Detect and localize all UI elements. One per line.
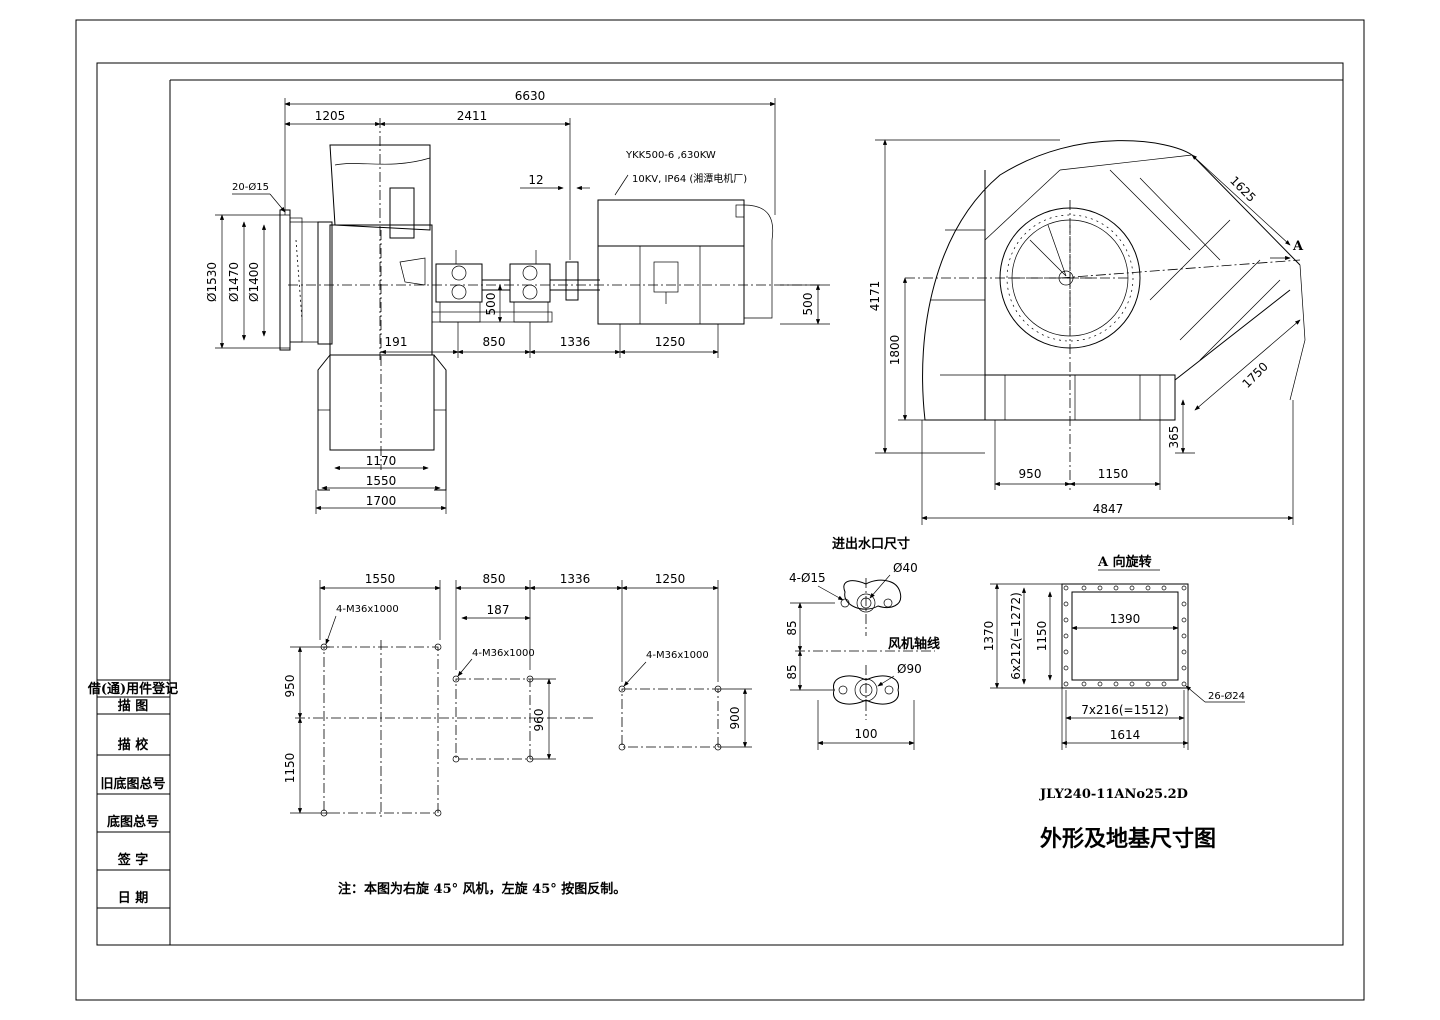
reg-row-5: 签 字 — [117, 852, 149, 868]
port-d40: Ø40 — [893, 561, 918, 575]
a-dim-bottom: 7x216(=1512) — [1081, 703, 1169, 717]
a-dim-1614: 1614 — [1110, 728, 1141, 742]
a-dim-1150: 1150 — [1035, 621, 1049, 652]
dim-12: 12 — [528, 173, 543, 187]
fdn-dim-850: 850 — [483, 572, 506, 586]
sheet-border — [75, 19, 1365, 1001]
port-dim-85a: 85 — [785, 620, 799, 635]
front-view: 1625 A 1750 4171 1800 365 950 1150 4847 — [868, 139, 1306, 525]
fdn-dim-187: 187 — [487, 603, 510, 617]
dim-1170: 1170 — [366, 454, 397, 468]
bolt-note-1: 4-M36x1000 — [336, 604, 399, 615]
flange-hole-note: 20-Ø15 — [232, 181, 269, 193]
reg-row-1: 描 图 — [118, 698, 149, 714]
dim-500-left: 500 — [484, 293, 498, 316]
a-view-title: A 向旋转 — [1097, 554, 1152, 570]
model-number: JLY240-11ANo25.2D — [1039, 787, 1188, 802]
dim-1250: 1250 — [655, 335, 686, 349]
dim-1336: 1336 — [560, 335, 591, 349]
bolt-note-3: 4-M36x1000 — [646, 650, 709, 661]
fan-axis-label: 风机轴线 — [888, 636, 940, 652]
water-port-title: 进出水口尺寸 — [832, 536, 910, 552]
bolt-note-2: 4-M36x1000 — [472, 648, 535, 659]
a-dim-side: 6x212(=1272) — [1009, 592, 1023, 680]
a-holes-note: 26-Ø24 — [1208, 690, 1245, 702]
fdn-dim-1150: 1150 — [283, 753, 297, 784]
dim-191: 191 — [385, 335, 408, 349]
fdn-dim-960: 960 — [532, 709, 546, 732]
port-holes-note: 4-Ø15 — [789, 571, 826, 585]
flange-bolt-holes — [1063, 585, 1187, 687]
left-registration-block: 借(通)用件登记 描 图 描 校 旧底图总号 底图总号 签 字 日 期 — [87, 679, 178, 909]
a-view-detail: A 向旋转 1390 1370 6x212(=1272) 1150 7x216(… — [982, 554, 1245, 750]
reg-row-6: 日 期 — [118, 891, 149, 906]
fdn-dim-950: 950 — [283, 675, 297, 698]
foundation-plan: 1550 850 1336 1250 187 4-M36x1000 4-M36x… — [283, 572, 752, 820]
motor-spec-1: YKK500-6 ,630KW — [625, 150, 716, 161]
reg-row-2: 描 校 — [118, 737, 150, 753]
dim-1205: 1205 — [315, 109, 346, 123]
side-view: 6630 1205 2411 12 YKK500-6 ,630KW 10KV, … — [205, 89, 830, 514]
dim-d1400: Ø1400 — [247, 262, 261, 302]
dim-4847: 4847 — [1093, 502, 1124, 516]
dim-850: 850 — [483, 335, 506, 349]
dim-d1470: Ø1470 — [227, 262, 241, 302]
view-mark-a: A — [1292, 239, 1304, 254]
dim-1150-front: 1150 — [1098, 467, 1129, 481]
dim-1750: 1750 — [1239, 359, 1270, 390]
a-dim-1370: 1370 — [982, 621, 996, 652]
reg-row-3: 旧底图总号 — [100, 776, 165, 792]
dim-365: 365 — [1167, 426, 1181, 449]
drawing-title: 外形及地基尺寸图 — [1040, 826, 1216, 852]
dim-1550-side: 1550 — [366, 474, 397, 488]
fdn-dim-1250: 1250 — [655, 572, 686, 586]
reg-row-0: 借(通)用件登记 — [87, 681, 178, 697]
water-port-detail: 进出水口尺寸 4-Ø15 Ø40 风机轴线 Ø90 85 85 — [785, 536, 940, 750]
dim-500-right: 500 — [801, 293, 815, 316]
dim-d1530: Ø1530 — [205, 262, 219, 302]
fdn-dim-1336: 1336 — [560, 572, 591, 586]
dim-2411: 2411 — [457, 109, 488, 123]
port-dim-85b: 85 — [785, 664, 799, 679]
dim-4171: 4171 — [868, 281, 882, 312]
dim-950-front: 950 — [1019, 467, 1042, 481]
dim-1625: 1625 — [1227, 173, 1258, 204]
a-dim-1390: 1390 — [1110, 612, 1141, 626]
fdn-dim-900: 900 — [728, 707, 742, 730]
reg-row-4: 底图总号 — [107, 814, 159, 830]
dim-1800: 1800 — [888, 335, 902, 366]
dim-6630: 6630 — [515, 89, 546, 103]
drawing-note: 注：本图为右旋 45° 风机，左旋 45° 按图反制。 — [338, 881, 626, 897]
title-area: JLY240-11ANo25.2D 外形及地基尺寸图 注：本图为右旋 45° 风… — [338, 787, 1216, 897]
port-d90: Ø90 — [897, 662, 922, 676]
dim-1700: 1700 — [366, 494, 397, 508]
fdn-dim-1550: 1550 — [365, 572, 396, 586]
motor-spec-2: 10KV, IP64 (湘潭电机厂) — [632, 172, 747, 185]
port-dim-100: 100 — [855, 727, 878, 741]
